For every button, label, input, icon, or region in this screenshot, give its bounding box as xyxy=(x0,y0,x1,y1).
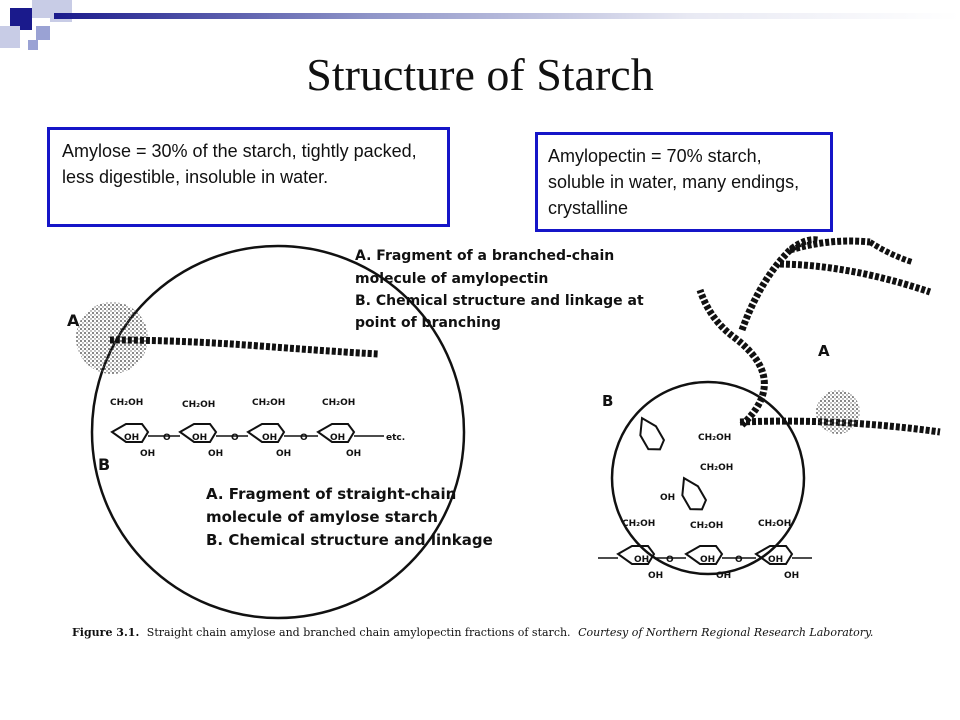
chem-label: CH₂OH xyxy=(700,463,733,473)
chem-label: CH₂OH xyxy=(252,398,285,408)
chem-label: O xyxy=(231,433,239,443)
amylopectin-label-a: A xyxy=(818,342,830,360)
amylose-chain xyxy=(109,336,379,358)
amylopectin-legend-line-4: point of branching xyxy=(355,315,501,331)
deco-square xyxy=(0,26,20,48)
amylopectin-callout: Amylopectin = 70% starch, soluble in wat… xyxy=(535,132,833,232)
amylose-label-b: B xyxy=(98,455,110,474)
chem-label: CH₂OH xyxy=(182,400,215,410)
amylopectin-blob xyxy=(816,390,860,434)
chem-label: OH xyxy=(192,433,207,443)
amylopectin-branch xyxy=(779,260,932,296)
amylose-legend-line-1: A. Fragment of straight-chain xyxy=(206,485,456,503)
amylopectin-diagram: A. Fragment of a branched-chain molecule… xyxy=(355,236,941,581)
chem-label: OH xyxy=(330,433,345,443)
header-line xyxy=(54,13,960,19)
amylose-diagram: A B CH₂OH CH₂OH CH₂OH CH₂OH OH OH OH OH … xyxy=(67,244,493,620)
amylose-callout: Amylose = 30% of the starch, tightly pac… xyxy=(47,127,450,227)
chem-label: OH xyxy=(634,555,649,565)
chem-label: OH xyxy=(262,433,277,443)
chem-label: OH xyxy=(768,555,783,565)
slide-title: Structure of Starch xyxy=(306,49,654,100)
amylopectin-branch xyxy=(788,237,871,254)
chem-label: CH₂OH xyxy=(110,398,143,408)
chem-label: OH xyxy=(660,493,675,503)
amylopectin-branch xyxy=(738,236,819,332)
chem-label: OH xyxy=(208,449,223,459)
chem-label: OH xyxy=(140,449,155,459)
chem-label: CH₂OH xyxy=(622,519,655,529)
deco-square xyxy=(10,8,32,30)
chem-label: OH xyxy=(276,449,291,459)
amylopectin-chain xyxy=(739,417,941,436)
amylopectin-legend-line-3: B. Chemical structure and linkage at xyxy=(355,293,644,309)
amylopectin-legend-line-2: molecule of amylopectin xyxy=(355,271,548,287)
amylopectin-magnify-circle xyxy=(610,380,806,576)
amylose-structure: CH₂OH CH₂OH CH₂OH CH₂OH OH OH OH OH OH O… xyxy=(110,398,405,459)
amylose-legend-line-3: B. Chemical structure and linkage xyxy=(206,531,493,549)
amylopectin-legend-line-1: A. Fragment of a branched-chain xyxy=(355,248,614,264)
chem-label: OH xyxy=(700,555,715,565)
amylopectin-branch xyxy=(868,239,913,265)
caption-label: Figure 3.1. xyxy=(72,626,139,639)
chem-label: O xyxy=(735,555,743,565)
chem-label: OH xyxy=(648,571,663,581)
deco-square xyxy=(36,26,50,40)
amylose-magnify-circle xyxy=(90,244,466,620)
chem-label: OH xyxy=(124,433,139,443)
deco-square xyxy=(28,40,38,50)
amylopectin-branch xyxy=(696,288,768,428)
chem-label: CH₂OH xyxy=(758,519,791,529)
caption-text: Straight chain amylose and branched chai… xyxy=(147,626,571,639)
chem-label: OH xyxy=(784,571,799,581)
chem-label: CH₂OH xyxy=(690,521,723,531)
chem-label: O xyxy=(666,555,674,565)
figure-caption: Figure 3.1. Straight chain amylose and b… xyxy=(72,626,873,639)
chem-label: etc. xyxy=(386,433,405,443)
amylopectin-structure: CH₂OH CH₂OH CH₂OH OH OH OH OH OH OH OH C… xyxy=(598,413,812,581)
chem-label: O xyxy=(163,433,171,443)
chem-label: CH₂OH xyxy=(322,398,355,408)
chem-label: O xyxy=(300,433,308,443)
amylose-label-a: A xyxy=(67,311,80,330)
deco-square xyxy=(32,0,50,18)
amylose-legend-line-2: molecule of amylose starch xyxy=(206,508,438,526)
chem-label: OH xyxy=(346,449,361,459)
amylopectin-label-b: B xyxy=(602,392,613,410)
chem-label: OH xyxy=(716,571,731,581)
chem-label: CH₂OH xyxy=(698,433,731,443)
caption-credit: Courtesy of Northern Regional Research L… xyxy=(578,626,873,639)
